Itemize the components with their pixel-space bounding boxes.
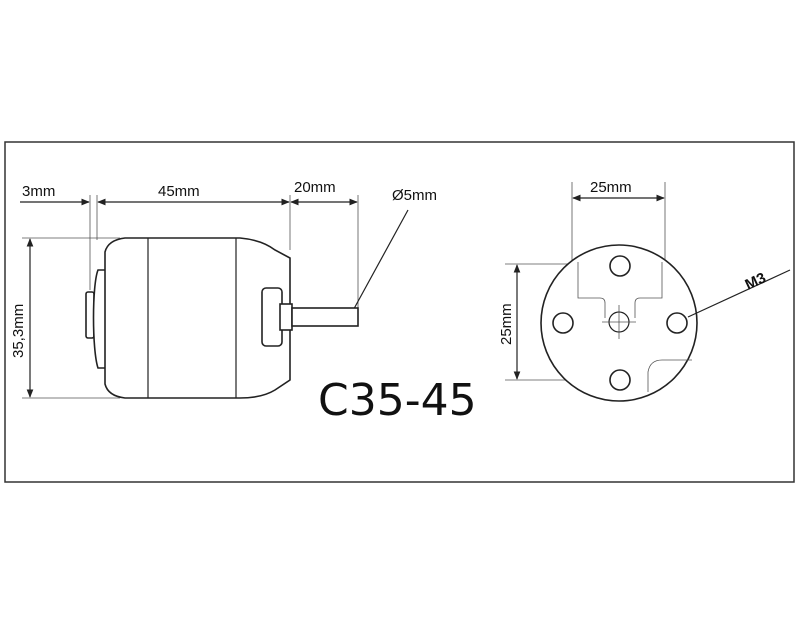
mount-hole-right <box>666 312 688 334</box>
thread-leader <box>687 269 791 318</box>
motor-shaft <box>291 307 359 327</box>
front-view: 25mm 25mm M3 <box>498 179 791 402</box>
mount-hole-bottom <box>609 369 631 391</box>
drawing-frame <box>4 141 795 483</box>
shaft-leader <box>349 209 409 317</box>
model-name: C35-45 <box>318 375 477 426</box>
dim-height-label: 35,3mm <box>10 304 27 358</box>
dim-20mm-label: 20mm <box>294 179 336 196</box>
dim-front-v-label: 25mm <box>498 303 515 345</box>
mount-hole-top <box>609 255 631 277</box>
dim-shaft-dia-label: Ø5mm <box>392 187 437 204</box>
dim-3mm-label: 3mm <box>22 183 55 200</box>
side-view: 3mm 45mm 20mm Ø5mm 35,3mm <box>10 179 437 399</box>
mount-hole-left <box>552 312 574 334</box>
dim-45mm-label: 45mm <box>158 183 200 200</box>
dim-front-h-label: 25mm <box>590 179 632 196</box>
